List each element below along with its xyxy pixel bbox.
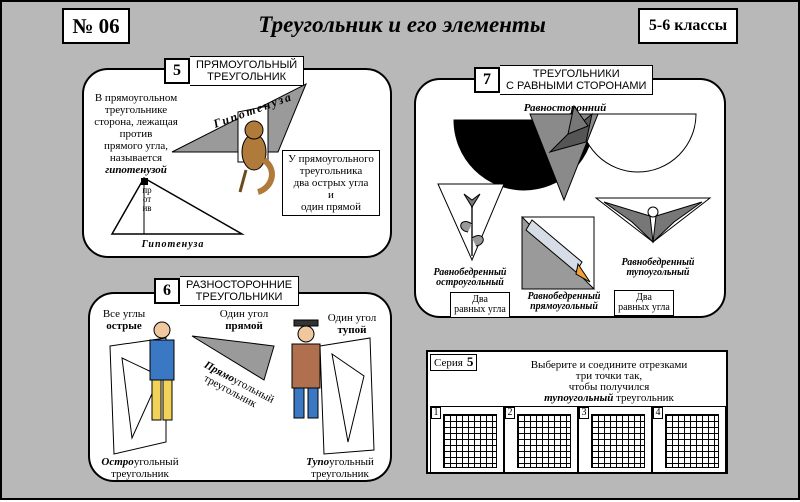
panel-6-number: 6 [154, 278, 180, 304]
one-right-angle-label: Один угол прямой [219, 308, 269, 332]
two-equal-angles-box-a: Два равных угла [450, 292, 510, 318]
two-equal-angles-box-b: Два равных угла [614, 290, 674, 316]
panel-7-number: 7 [474, 67, 500, 93]
panel-7-label: 7 ТРЕУГОЛЬНИКИ С РАВНЫМИ СТОРОНАМИ [474, 65, 654, 95]
all-angles-acute-label: Все углы острые [102, 308, 146, 332]
panel-5-title: ПРЯМОУГОЛЬНЫЙ ТРЕУГОЛЬНИК [190, 56, 305, 86]
man-figure-left [149, 321, 175, 421]
panel-5-number: 5 [164, 58, 190, 84]
opposite-label-vertical: против [142, 185, 152, 213]
grade-level: 5-6 классы [638, 8, 738, 44]
equilateral-label: Равносторонний [523, 102, 607, 114]
grid-cell-2[interactable]: 2 [504, 406, 578, 474]
bird-figure [548, 104, 593, 153]
panel-7-title: ТРЕУГОЛЬНИКИ С РАВНЫМИ СТОРОНАМИ [500, 65, 654, 95]
grid-cell-1[interactable]: 1 [430, 406, 504, 474]
poster-number: № 06 [62, 8, 130, 44]
detective-figure [291, 319, 321, 419]
right-scalene-triangle [191, 335, 275, 381]
isosceles-right-label: Равнобедренный прямоугольный [527, 291, 601, 312]
panel-5-label: 5 ПРЯМОУГОЛЬНЫЙ ТРЕУГОЛЬНИК [164, 56, 305, 86]
hypotenuse-label-bottom: Гипотенуза [141, 239, 205, 250]
one-obtuse-angle-label: Один угол тупой [327, 312, 377, 336]
dot-grid-3[interactable] [591, 414, 645, 468]
panel-6-title: РАЗНОСТОРОННИЕ ТРЕУГОЛЬНИКИ [180, 276, 300, 306]
obtuse-scalene-label: Тупоугольный треугольник [306, 456, 374, 480]
dot-grid-1[interactable] [443, 414, 497, 468]
panel-6-label: 6 РАЗНОСТОРОННИЕ ТРЕУГОЛЬНИКИ [154, 276, 300, 306]
isosceles-obtuse-label: Равнобедренный тупоугольный [621, 257, 695, 278]
rocket-figure [525, 219, 591, 283]
right-triangle-fact-box: У прямоугольного треугольника два острых… [282, 150, 380, 216]
grid-cell-4[interactable]: 4 [652, 406, 726, 474]
dot-grid-2[interactable] [517, 414, 571, 468]
isosceles-acute-label: Равнобедренный остроугольный [433, 267, 507, 288]
right-triangle-definition: В прямоугольном треугольнике сторона, ле… [94, 92, 178, 176]
acute-scalene-label: Остроугольный треугольник [101, 456, 179, 480]
squirrel-figure [238, 120, 275, 195]
dot-grid-4[interactable] [665, 414, 719, 468]
flower-figure [460, 193, 484, 256]
series-task-text: Выберите и соедините отрезками три точки… [530, 359, 688, 404]
grid-cell-3[interactable]: 3 [578, 406, 652, 474]
poster-title: Треугольник и его элементы [258, 12, 546, 37]
eagle-figure [603, 201, 703, 244]
obtuse-triangle [331, 352, 365, 443]
